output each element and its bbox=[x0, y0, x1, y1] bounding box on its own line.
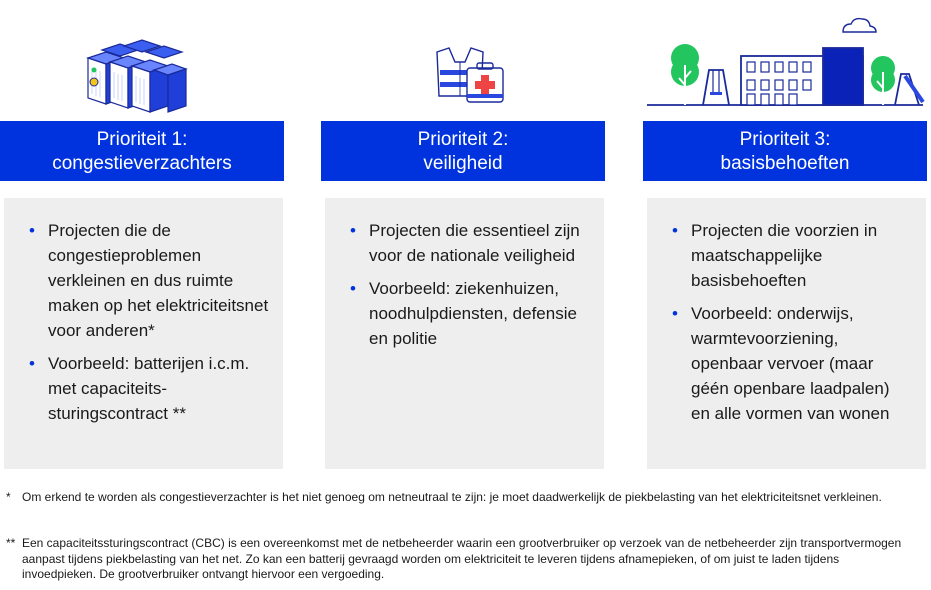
footnote-1: * Om erkend te worden als congestieverza… bbox=[6, 490, 886, 506]
priority-3-title-line2: basisbehoeften bbox=[720, 153, 850, 174]
battery-icon bbox=[0, 10, 284, 113]
list-item: Projecten die voorzien in maatschappelij… bbox=[665, 218, 912, 293]
footnote-1-mark: * bbox=[6, 490, 11, 504]
footnote-2-mark: ** bbox=[6, 536, 16, 550]
priority-1-title-line2: congestieverzachters bbox=[52, 153, 232, 174]
priority-1-description: Projecten die de congestieproblemen verk… bbox=[4, 198, 283, 469]
list-item: Voorbeeld: ziekenhuizen, noodhulpdienste… bbox=[343, 276, 590, 351]
priority-1-header: Prioriteit 1: congestieverzachters bbox=[0, 121, 284, 181]
list-item: Projecten die de congestieproblemen verk… bbox=[22, 218, 269, 343]
list-item: Projecten die essentieel zijn voor de na… bbox=[343, 218, 590, 268]
priority-2-description: Projecten die essentieel zijn voor de na… bbox=[325, 198, 604, 469]
footnote-1-text: Om erkend te worden als congestieverzach… bbox=[22, 490, 882, 504]
list-item: Voorbeeld: onderwijs, warmtevoorziening,… bbox=[665, 301, 912, 426]
priority-3-header: Prioriteit 3: basisbehoeften bbox=[643, 121, 927, 181]
priority-2-header: Prioriteit 2: veiligheid bbox=[321, 121, 605, 181]
priority-3-title-line1: Prioriteit 3: bbox=[739, 129, 831, 150]
priority-1-title-line1: Prioriteit 1: bbox=[96, 129, 188, 150]
footnote-2-text: Een capaciteitssturingscontract (CBC) is… bbox=[22, 536, 902, 581]
footnote-2: ** Een capaciteitssturingscontract (CBC)… bbox=[6, 536, 916, 583]
priority-2-title-line1: Prioriteit 2: bbox=[417, 129, 509, 150]
priority-2-title-line2: veiligheid bbox=[423, 153, 503, 174]
list-item: Voorbeeld: batterijen i.c.m. met capacit… bbox=[22, 351, 269, 426]
priority-3-description: Projecten die voorzien in maatschappelij… bbox=[647, 198, 926, 469]
safety-icon bbox=[321, 10, 605, 110]
school-icon bbox=[643, 10, 927, 110]
